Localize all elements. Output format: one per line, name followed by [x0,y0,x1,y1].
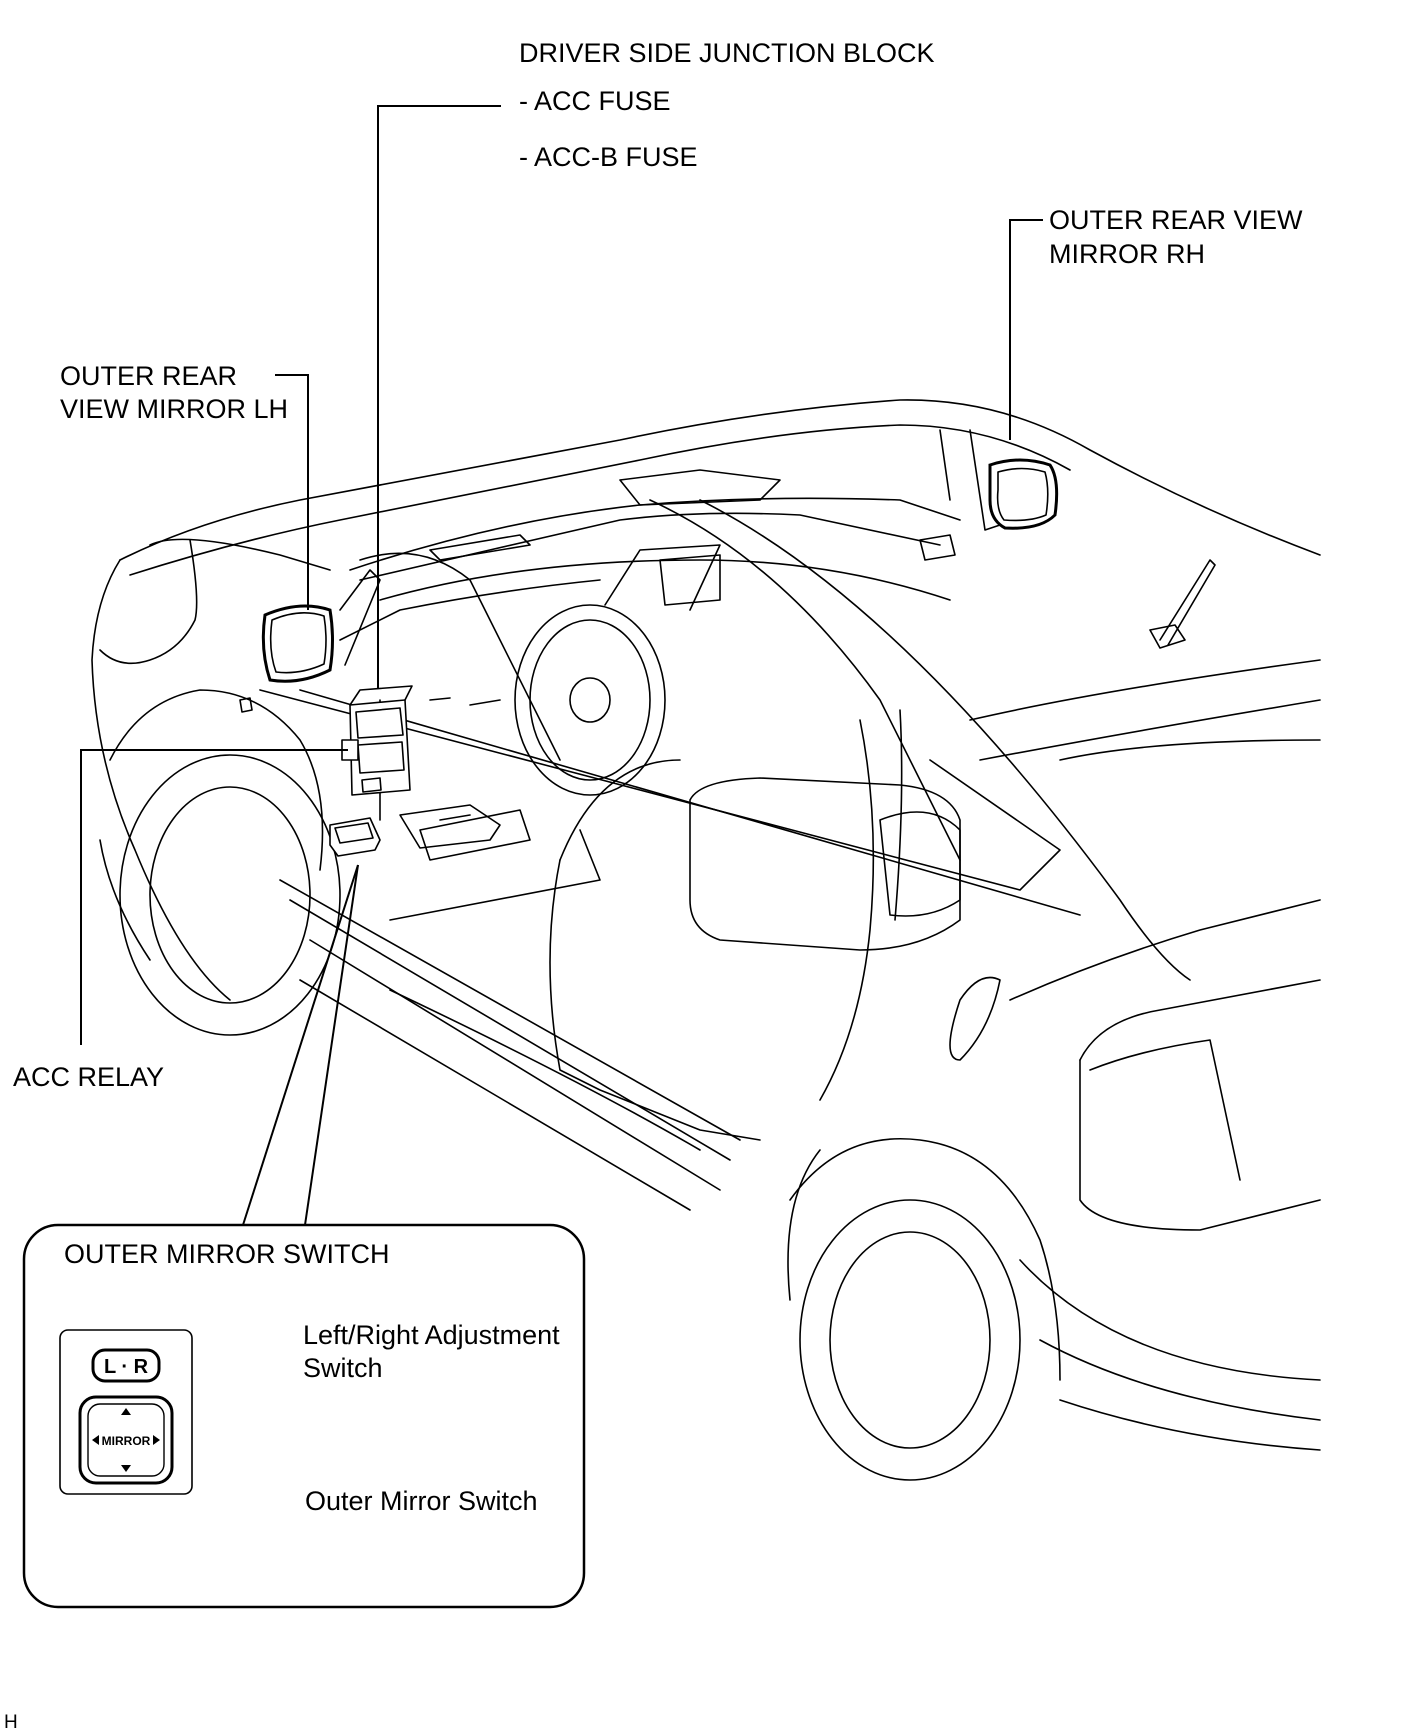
outer-mirror-switch-illustration [329,804,501,857]
outer-mirror-switch-inset: OUTER MIRROR SWITCH L · R MIRROR Left/Ri… [22,1223,586,1609]
inset-frame [22,1223,586,1609]
lr-switch-label-line1: Left/Right Adjustment [303,1320,560,1350]
mirror-rh-label-line2: MIRROR RH [1049,239,1205,269]
corner-mark: H [4,1712,18,1733]
arrow-left-icon [92,1435,99,1445]
arrow-up-icon [121,1408,131,1415]
lr-key-text: L · R [104,1356,149,1378]
arrow-down-icon [121,1465,131,1472]
callout-labels: DRIVER SIDE JUNCTION BLOCK - ACC FUSE - … [13,38,1303,1092]
mirror-key-text: MIRROR [102,1434,151,1448]
vehicle-illustration [91,399,1321,1481]
inset-title: OUTER MIRROR SWITCH [64,1239,389,1269]
mirror-rh-label-line1: OUTER REAR VIEW [1049,205,1303,235]
outer-switch-label: Outer Mirror Switch [305,1486,538,1516]
junction-block-title: DRIVER SIDE JUNCTION BLOCK [519,38,935,68]
mirror-lh-label-line2: VIEW MIRROR LH [60,394,288,424]
acc-fuse-label: - ACC FUSE [519,86,671,116]
arrow-right-icon [153,1435,160,1445]
junction-block-illustration [341,685,413,796]
acc-b-fuse-label: - ACC-B FUSE [519,142,698,172]
lr-switch-label-line2: Switch [303,1353,383,1383]
lr-adjustment-key [91,1348,161,1383]
mirror-lh-label-line1: OUTER REAR [60,361,237,391]
acc-relay-label: ACC RELAY [13,1062,164,1092]
